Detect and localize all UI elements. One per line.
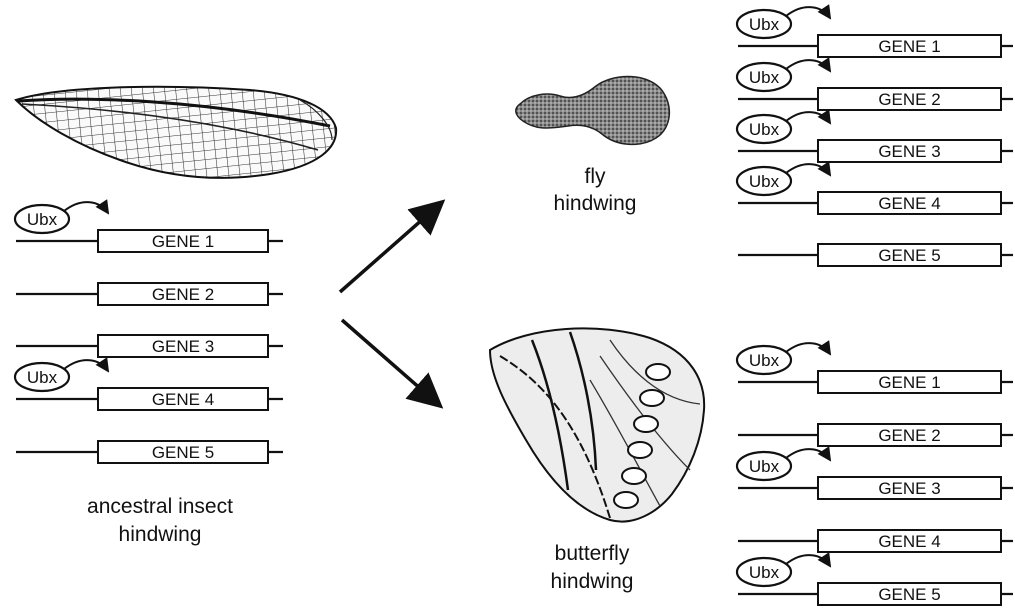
gene-row: GENE 3 Ubx [737,112,1013,162]
arrow-to-butterfly [342,320,438,404]
gene-label: GENE 4 [152,390,214,409]
activation-arrow [786,60,830,71]
arrow-to-fly [340,204,440,292]
ubx-label: Ubx [749,68,780,87]
ubx-label: Ubx [749,563,780,582]
ubx-label: Ubx [749,457,780,476]
activation-arrow [64,360,108,371]
gene-row: GENE 2 [738,424,1013,446]
butterfly-caption-line-1: butterfly [555,542,630,565]
ubx-binding-site: Ubx [737,164,830,195]
activation-arrow [64,202,108,213]
gene-row: GENE 1 Ubx [737,7,1013,57]
ubx-binding-site: Ubx [737,343,830,374]
activation-arrow [786,164,830,175]
ancestral-hindwing-illustration [16,87,336,178]
fly-hindwing-illustration [516,77,670,145]
gene-label: GENE 2 [878,426,940,445]
gene-row: GENE 2 [16,283,283,305]
ubx-binding-site: Ubx [15,360,108,391]
gene-label: GENE 3 [878,479,940,498]
gene-row: GENE 4 [738,530,1013,552]
ubx-binding-site: Ubx [737,555,830,586]
butterfly-hindwing-caption: butterfly hindwing [551,542,634,593]
fly-caption-line-2: hindwing [554,192,637,215]
gene-label: GENE 3 [152,337,214,356]
gene-row: GENE 5 [738,244,1013,266]
butterfly-caption-line-2: hindwing [551,570,634,593]
gene-label: GENE 5 [878,246,940,265]
activation-arrow [786,555,830,566]
gene-row: GENE 3 [16,335,283,357]
ubx-binding-site: Ubx [737,112,830,143]
ubx-label: Ubx [749,351,780,370]
gene-row: GENE 3 Ubx [737,449,1013,499]
gene-row: GENE 5 Ubx [737,555,1013,605]
gene-label: GENE 1 [152,232,214,251]
ubx-label: Ubx [27,210,58,229]
ubx-binding-site: Ubx [737,7,830,38]
fly-hindwing-caption: fly hindwing [554,165,637,215]
activation-arrow [786,449,830,460]
ubx-binding-site: Ubx [737,60,830,91]
gene-label: GENE 4 [878,194,940,213]
gene-row: GENE 4 Ubx [15,360,283,410]
ubx-label: Ubx [27,368,58,387]
ubx-label: Ubx [749,120,780,139]
ubx-label: Ubx [749,15,780,34]
gene-label: GENE 1 [878,37,940,56]
gene-row: GENE 1 Ubx [737,343,1013,393]
gene-row: GENE 1 Ubx [15,202,283,252]
activation-arrow [786,7,830,18]
gene-row: GENE 2 Ubx [737,60,1013,110]
gene-label: GENE 5 [152,443,214,462]
ancestral-caption-line-2: hindwing [119,523,202,546]
gene-row: GENE 5 [16,441,283,463]
ubx-binding-site: Ubx [737,449,830,480]
activation-arrow [786,343,830,354]
gene-label: GENE 3 [878,142,940,161]
butterfly-hindwing-illustration [490,328,704,521]
gene-label: GENE 4 [878,532,940,551]
ubx-binding-site: Ubx [15,202,108,233]
ubx-label: Ubx [749,172,780,191]
gene-label: GENE 5 [878,585,940,604]
activation-arrow [786,112,830,123]
ancestral-caption-line-1: ancestral insect [87,495,233,518]
gene-row: GENE 4 Ubx [737,164,1013,214]
ancestral-hindwing-caption: ancestral insect hindwing [87,495,233,546]
gene-label: GENE 2 [878,90,940,109]
gene-label: GENE 1 [878,373,940,392]
fly-caption-line-1: fly [585,165,607,188]
gene-label: GENE 2 [152,285,214,304]
